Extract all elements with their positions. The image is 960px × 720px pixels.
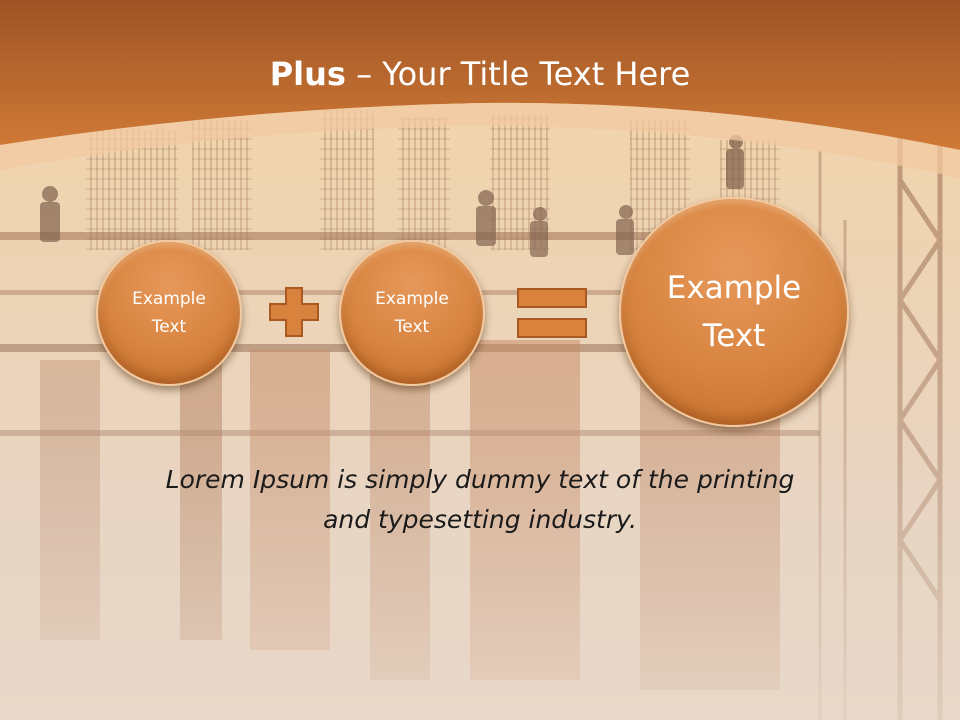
title-rest-text: – Your Title Text Here — [345, 55, 691, 93]
title-bold-word: Plus — [269, 55, 346, 93]
result-example-circle: Example Text — [619, 197, 849, 427]
middle-circle-line2: Text — [394, 317, 430, 337]
title-header-band — [0, 0, 960, 178]
result-circle-line1: Example — [666, 270, 802, 306]
caption-line1: Lorem Ipsum is simply dummy text of the … — [165, 465, 795, 494]
middle-example-circle: Example Text — [339, 240, 485, 386]
slide-title: Plus – Your Title Text Here — [0, 52, 960, 96]
plus-sign-icon — [269, 287, 319, 337]
caption-line2: and typesetting industry. — [323, 505, 637, 534]
body-caption: Lorem Ipsum is simply dummy text of the … — [80, 460, 880, 540]
left-circle-line1: Example — [132, 289, 206, 309]
equals-sign-icon — [517, 288, 587, 338]
left-circle-line2: Text — [151, 317, 187, 337]
result-circle-line2: Text — [702, 318, 766, 354]
middle-circle-line1: Example — [375, 289, 449, 309]
left-example-circle: Example Text — [96, 240, 242, 386]
